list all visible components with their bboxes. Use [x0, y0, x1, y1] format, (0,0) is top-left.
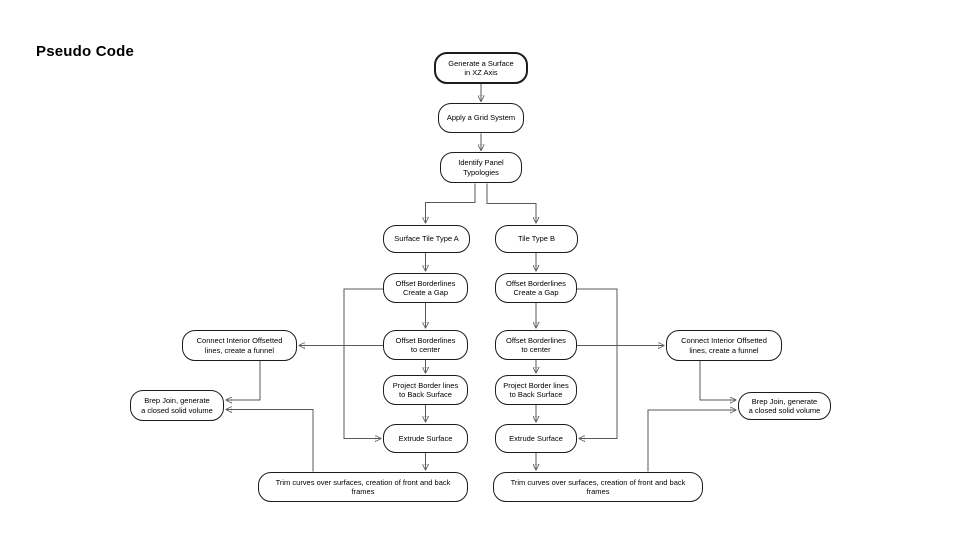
connector-connect-left-to-brep-left	[227, 360, 261, 401]
node-text: Generate a Surface	[448, 58, 514, 68]
node-connect-interior-left: Connect Interior Offsetted lines, create…	[182, 330, 297, 361]
node-text: lines, create a funnel	[689, 345, 759, 355]
node-text: in XZ Axis	[464, 68, 498, 77]
node-text: Extrude Surface	[398, 433, 453, 443]
node-text: Extrude Surface	[509, 433, 563, 443]
node-text: Trim curves over surfaces, creation of f…	[275, 477, 451, 487]
connector-gap-a-bypass-to-extrude-a	[343, 288, 383, 439]
node-text: Offset Borderlines	[506, 278, 566, 288]
node-extrude-surface-b: Extrude Surface	[495, 424, 577, 453]
connector-connect-right-to-brep-right	[699, 360, 736, 401]
node-text: frames	[586, 487, 610, 496]
connector-identify-to-type-b	[486, 183, 536, 223]
node-text: Surface Tile Type A	[394, 234, 459, 244]
node-connect-interior-right: Connect Interior Offsetted lines, create…	[666, 330, 782, 361]
node-text: Offset Borderlines	[395, 335, 456, 345]
node-text: Brep Join, generate	[751, 396, 818, 406]
connector-gap-b-bypass-to-extrude-b	[577, 288, 618, 439]
node-text: frames	[351, 487, 375, 496]
node-text: to center	[521, 345, 551, 354]
node-text: Project Border lines	[503, 380, 569, 390]
node-text: Create a Gap	[513, 288, 559, 297]
node-identify-panel-typologies: Identify Panel Typologies	[440, 152, 522, 183]
node-text: Project Border lines	[392, 380, 459, 390]
node-apply-grid-system: Apply a Grid System	[438, 103, 524, 133]
node-offset-borderlines-center-b: Offset Borderlines to center	[495, 330, 577, 360]
node-text: Tile Type B	[517, 234, 556, 244]
node-tile-type-b: Tile Type B	[495, 225, 578, 253]
node-text: Typologies	[463, 167, 499, 177]
node-text: Brep Join, generate	[144, 396, 210, 405]
node-text: Apply a Grid System	[446, 113, 516, 123]
node-text: Connect Interior Offsetted	[196, 336, 283, 345]
node-generate-surface: Generate a Surface in XZ Axis	[434, 52, 528, 84]
node-text: Offset Borderlines	[395, 278, 456, 288]
node-surface-tile-type-a: Surface Tile Type A	[383, 225, 470, 253]
page-title: Pseudo Code	[36, 43, 135, 60]
node-offset-borderlines-center-a: Offset Borderlines to center	[383, 330, 468, 360]
node-offset-borderlines-gap-b: Offset Borderlines Create a Gap	[495, 273, 577, 303]
node-project-border-lines-b: Project Border lines to Back Surface	[495, 375, 577, 405]
node-text: Connect Interior Offsetted	[681, 336, 767, 345]
node-text: Trim curves over surfaces, creation of f…	[510, 477, 686, 487]
node-project-border-lines-a: Project Border lines to Back Surface	[383, 375, 468, 405]
node-trim-curves-b: Trim curves over surfaces, creation of f…	[493, 472, 703, 502]
node-text: to center	[410, 345, 441, 354]
node-brep-join-right: Brep Join, generate a closed solid volum…	[738, 392, 831, 420]
node-text: a closed solid volume	[141, 405, 213, 415]
node-offset-borderlines-gap-a: Offset Borderlines Create a Gap	[383, 273, 468, 303]
node-text: to Back Surface	[399, 390, 452, 399]
connector-trim-a-to-brep-left	[227, 410, 314, 472]
node-extrude-surface-a: Extrude Surface	[383, 424, 468, 453]
node-text: a closed solid volume	[748, 406, 821, 415]
connector-identify-to-type-a	[426, 183, 476, 223]
node-brep-join-left: Brep Join, generate a closed solid volum…	[130, 390, 224, 421]
node-text: lines, create a funnel	[204, 345, 275, 355]
node-trim-curves-a: Trim curves over surfaces, creation of f…	[258, 472, 468, 502]
node-text: Offset Borderlines	[506, 335, 566, 345]
node-text: Identify Panel	[458, 158, 504, 167]
node-text: Create a Gap	[402, 288, 449, 297]
connector-trim-b-to-brep-right	[647, 410, 736, 472]
node-text: to Back Surface	[509, 390, 563, 399]
